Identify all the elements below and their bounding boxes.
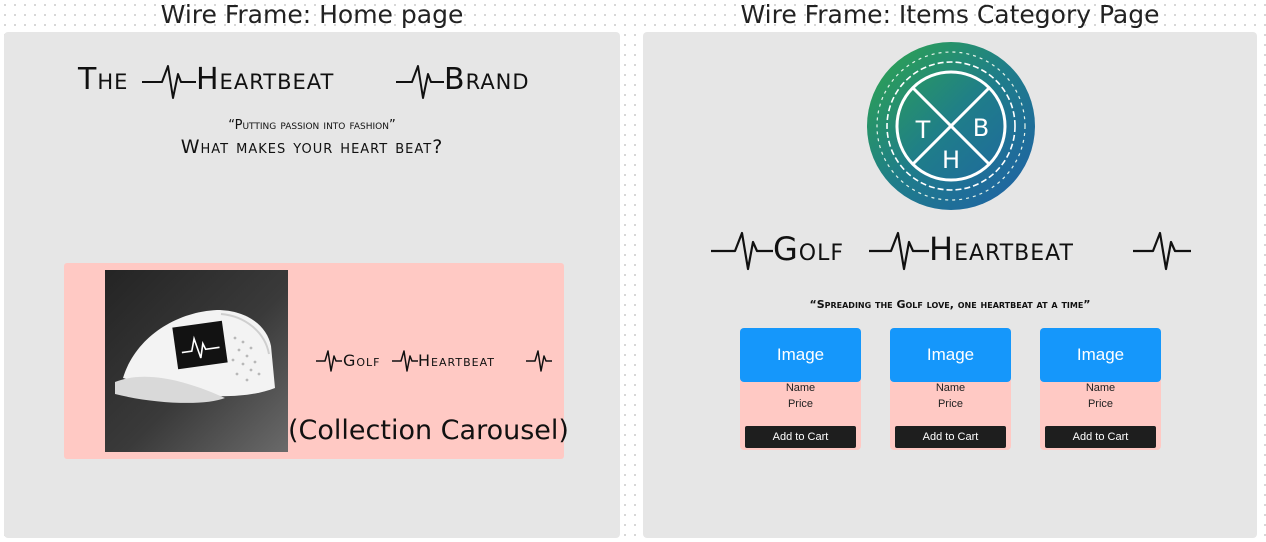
badge-letter-b: B [973,114,989,142]
product-card[interactable]: Image Name Price Add to Cart [1040,328,1161,450]
collection-carousel[interactable]: Golf Heartbeat (Collection Carousel) [64,263,569,459]
product-name: Name [935,382,966,394]
heartbeat-line-icon [392,350,418,372]
home-page-frame: The Heartbeat Brand “Putting passion int… [4,32,620,538]
home-frame-title: Wire Frame: Home page [160,0,464,29]
heartbeat-line-icon [396,65,444,99]
add-to-cart-button[interactable]: Add to Cart [1045,426,1156,448]
brand-word-the: The [78,62,129,97]
golf-cap-illustration [115,310,275,403]
brand-word-heartbeat: Heartbeat [196,62,335,97]
category-logo-word-golf: Golf [773,230,845,268]
tagline-question: What makes your heart beat? [180,136,444,158]
brand-logo: The Heartbeat Brand [4,32,620,122]
product-image-placeholder[interactable]: Image [1040,328,1161,382]
heartbeat-line-icon [869,231,929,271]
tagline-quote: “Putting passion into fashion” [228,118,396,133]
badge-letter-h: H [942,146,960,174]
add-to-cart-button[interactable]: Add to Cart [895,426,1006,448]
heartbeat-line-icon [142,65,196,99]
carousel-golf-heartbeat-logo: Golf Heartbeat [316,347,556,375]
golf-heartbeat-logo: Golf Heartbeat [643,228,1257,274]
badge-letter-t: T [915,116,931,144]
product-name: Name [785,382,816,394]
product-card[interactable]: Image Name Price Add to Cart [740,328,861,450]
category-logo-word-heartbeat: Heartbeat [929,230,1074,268]
heartbeat-line-icon [1133,231,1191,271]
product-card[interactable]: Image Name Price Add to Cart [890,328,1011,450]
product-name: Name [1085,382,1116,394]
category-frame-title: Wire Frame: Items Category Page [740,0,1160,29]
carousel-logo-word-heartbeat: Heartbeat [418,351,495,370]
product-image-placeholder[interactable]: Image [890,328,1011,382]
product-image-placeholder[interactable]: Image [740,328,861,382]
heartbeat-line-icon [711,231,773,271]
category-tagline: “Spreading the Golf love, one heartbeat … [809,298,1091,311]
brand-word-brand: Brand [444,62,530,97]
carousel-logo-word-golf: Golf [343,351,381,370]
product-price: Price [937,398,964,410]
items-category-frame: T B H Golf Heartbeat “Spreading the Golf… [643,32,1257,538]
thb-badge-logo: T B H [867,42,1035,210]
product-price: Price [1087,398,1114,410]
heartbeat-line-icon [526,350,552,372]
add-to-cart-button[interactable]: Add to Cart [745,426,856,448]
carousel-label: (Collection Carousel) [288,415,569,446]
hat-product-image [105,270,288,452]
product-price: Price [787,398,814,410]
heartbeat-line-icon [316,350,342,372]
